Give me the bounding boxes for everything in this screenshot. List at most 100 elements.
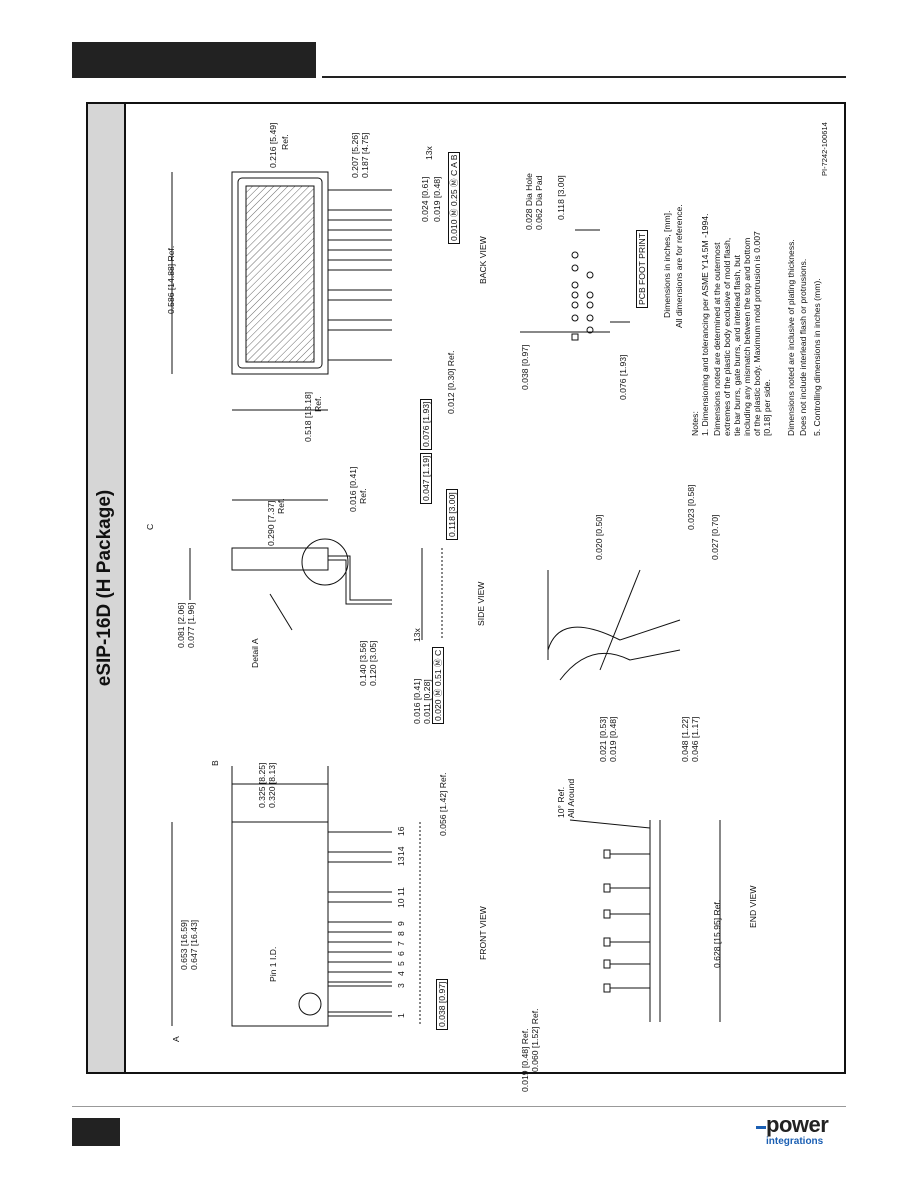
detail-a-label: Detail A bbox=[250, 638, 260, 668]
pin-number: 4 bbox=[396, 971, 406, 976]
dim-290-ref: Ref. bbox=[276, 498, 286, 514]
pcb-footprint-label: PCB FOOT PRINT bbox=[636, 230, 648, 308]
note-line-4: tie bar burrs, gate burrs, and interlead… bbox=[732, 254, 742, 436]
dim-118-box: 0.118 [3.00] bbox=[446, 489, 458, 540]
dim-all-around: All Around bbox=[566, 778, 576, 818]
dim-13x-front: 13x bbox=[412, 628, 422, 642]
dims-reference-note: All dimensions are for reference. bbox=[674, 204, 684, 328]
pin-number: 1 bbox=[396, 1013, 406, 1018]
note-line-3: extremes of the plastic body exclusive o… bbox=[722, 237, 732, 436]
dim-023: 0.023 [0.58] bbox=[686, 484, 696, 530]
dims-in-inches-note: Dimensions in inches, [mm]. bbox=[662, 210, 672, 318]
pin-number: 7 bbox=[396, 941, 406, 946]
footer-rule bbox=[72, 1106, 846, 1107]
logo-accent bbox=[756, 1126, 766, 1129]
dim-016-ref-suffix: Ref. bbox=[358, 488, 368, 504]
dim-060-end: 0.060 [1.52] Ref. bbox=[530, 1008, 540, 1072]
side-lead bbox=[328, 555, 392, 601]
dim-076-box: 0.076 [1.93] bbox=[420, 398, 432, 450]
dim-216-ref: Ref. bbox=[280, 134, 290, 150]
dim-290: 0.290 [7.37] bbox=[266, 500, 276, 546]
dim-062-pad: 0.062 Dia Pad bbox=[534, 175, 544, 230]
end-view-label: END VIEW bbox=[748, 885, 758, 929]
datum-a-label: A bbox=[171, 1036, 181, 1042]
dim-187: 0.187 [4.75] bbox=[360, 132, 370, 178]
dim-120: 0.120 [3.05] bbox=[368, 640, 378, 686]
tol-frame-front: 0.020 Ⓜ 0.51 Ⓜ C bbox=[432, 646, 444, 724]
note-line-2: Dimensions noted are determined at the o… bbox=[712, 242, 722, 436]
datum-c-label: C bbox=[145, 523, 155, 530]
dim-216: 0.216 [5.49] bbox=[268, 122, 278, 168]
note-line-8: Dimensions noted are inclusive of platin… bbox=[786, 239, 796, 436]
pin-number: 11 bbox=[396, 887, 406, 896]
pin-number: 5 bbox=[396, 961, 406, 966]
note-line-6: of the plastic body. Maximum mold protru… bbox=[752, 231, 762, 436]
side-body bbox=[231, 547, 329, 571]
dim-518: 0.518 [13.18] bbox=[303, 391, 313, 442]
logo-main: power bbox=[766, 1112, 829, 1137]
pin-number: 8 bbox=[396, 931, 406, 936]
dim-body-length-min: 0.647 [16.43] bbox=[189, 919, 199, 970]
dim-518-ref: Ref. bbox=[313, 396, 323, 412]
dim-13x-back: 13x bbox=[424, 146, 434, 160]
pin-number: 16 bbox=[396, 826, 406, 836]
dim-047-box: 0.047 [1.19] bbox=[420, 452, 432, 504]
power-integrations-logo: power integrations bbox=[752, 1112, 850, 1152]
note-line-7: [0.18] per side. bbox=[762, 379, 772, 436]
dim-021: 0.021 [0.53] bbox=[598, 716, 608, 762]
title-bar bbox=[88, 104, 126, 1072]
back-body-outer bbox=[231, 171, 329, 375]
note-line-5: including any mismatch between the top a… bbox=[742, 237, 752, 436]
dim-10deg: 10° Ref. bbox=[556, 786, 566, 818]
dim-016-ref: 0.016 [0.41] bbox=[348, 466, 358, 512]
dim-207: 0.207 [5.26] bbox=[350, 132, 360, 178]
front-leads bbox=[328, 831, 392, 1017]
pin-number: 14 bbox=[396, 846, 406, 856]
dim-body-width-max: 0.325 [8.25] bbox=[257, 762, 267, 808]
dim-011-lead-min: 0.011 [0.28] bbox=[422, 679, 432, 724]
dim-020: 0.020 [0.50] bbox=[594, 514, 604, 560]
dim-028-hole: 0.028 Dia Hole bbox=[524, 173, 534, 230]
pin-number: 6 bbox=[396, 951, 406, 956]
note-line-10: 5. Controlling dimensions in inches (mm)… bbox=[812, 278, 822, 436]
dim-038-box: 0.038 [0.97] bbox=[436, 978, 448, 1030]
end-leads bbox=[603, 849, 611, 993]
dim-628: 0.628 [15.95] Ref. bbox=[712, 899, 722, 968]
dim-076-pcb: 0.076 [1.93] bbox=[618, 354, 628, 400]
dim-077: 0.077 [1.96] bbox=[186, 602, 196, 648]
back-body-inner bbox=[237, 177, 323, 369]
dim-046: 0.046 [1.17] bbox=[690, 716, 700, 762]
side-view-label: SIDE VIEW bbox=[476, 581, 486, 626]
dim-012: 0.012 [0.30] Ref. bbox=[446, 350, 456, 414]
note-line-9: Does not include interlead flash or prot… bbox=[798, 258, 808, 436]
dim-586: 0.586 [14.88] Ref. bbox=[166, 245, 176, 314]
dim-019-end: 0.019 [0.48] Ref. bbox=[520, 1028, 530, 1092]
pin-number: 9 bbox=[396, 921, 406, 926]
front-body bbox=[231, 821, 329, 1027]
back-heatsink bbox=[245, 185, 315, 363]
pin1-circle bbox=[298, 992, 322, 1016]
note-line-1: 1. Dimensioning and tolerancing per ASME… bbox=[700, 213, 710, 436]
back-view-label: BACK VIEW bbox=[478, 236, 488, 284]
header-bar bbox=[72, 42, 316, 78]
dim-038-pcb: 0.038 [0.97] bbox=[520, 344, 530, 390]
dim-024: 0.024 [0.61] bbox=[420, 176, 430, 222]
dim-019b: 0.019 [0.48] bbox=[608, 716, 618, 762]
dim-056: 0.056 [1.42] Ref. bbox=[438, 772, 448, 836]
notes-title: Notes: bbox=[690, 411, 700, 436]
dim-body-width-min: 0.320 [8.13] bbox=[267, 762, 277, 808]
pin-number: 10 bbox=[396, 898, 406, 908]
pcb-pads bbox=[571, 251, 594, 341]
front-view-label: FRONT VIEW bbox=[478, 906, 488, 960]
pin1-label: Pin 1 I.D. bbox=[268, 946, 278, 982]
dim-081: 0.081 [2.06] bbox=[176, 602, 186, 648]
drawing-ref-number: PI-7242-100614 bbox=[820, 122, 829, 176]
logo-sub: integrations bbox=[766, 1136, 824, 1147]
header-rule bbox=[322, 76, 846, 78]
dim-016-lead-max: 0.016 [0.41] bbox=[412, 678, 422, 724]
back-leads bbox=[328, 189, 392, 361]
page-number-tab bbox=[72, 1118, 120, 1146]
pin-number: 13 bbox=[396, 856, 406, 866]
dim-118-pcb: 0.118 [3.00] bbox=[556, 175, 566, 220]
